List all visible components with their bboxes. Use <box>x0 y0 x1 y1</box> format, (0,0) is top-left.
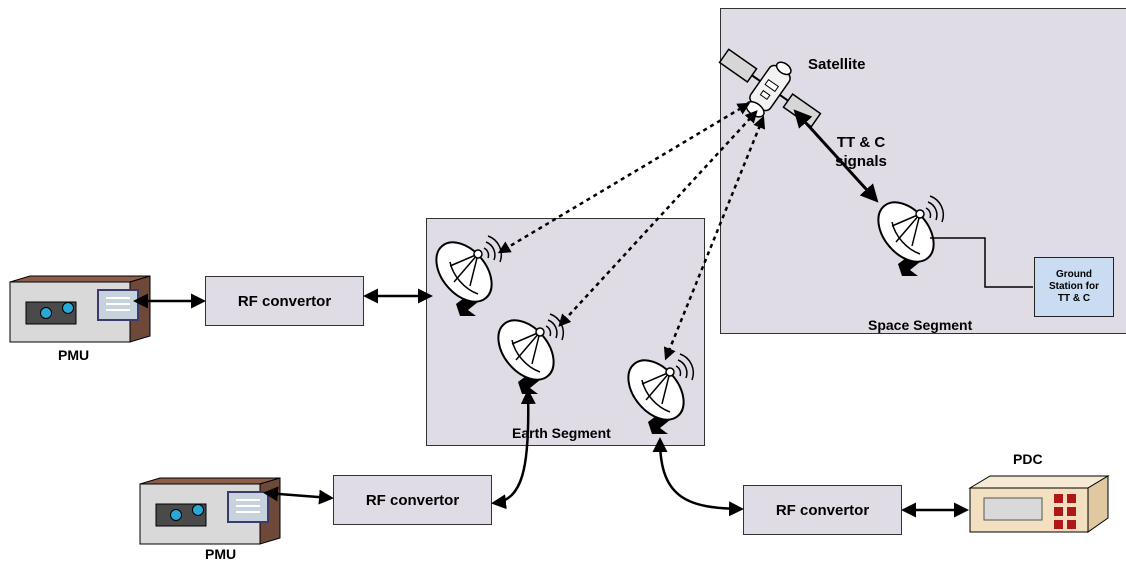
tt-c-signals-label: TT & C signals <box>826 133 896 171</box>
dish-to-rf-right-connector <box>652 437 744 517</box>
rf-convertor-left-label: RF convertor <box>237 292 332 310</box>
pdc-label: PDC <box>1013 451 1043 467</box>
dish-antenna-icon <box>616 348 696 435</box>
ground-station-line2: Station for <box>1049 281 1099 292</box>
space-segment-label: Space Segment <box>868 317 973 333</box>
pdc-device-icon <box>968 475 1110 533</box>
pmu-device-icon <box>139 477 281 545</box>
ground-station-line1: Ground <box>1055 269 1093 280</box>
tt-c-signals-line1: TT & C <box>836 134 886 151</box>
tt-c-signals-line2: signals <box>835 153 887 170</box>
satellite-link-dish-2 <box>558 110 758 327</box>
rf-convertor-bottom-label: RF convertor <box>365 491 460 509</box>
dish-antenna-icon <box>486 308 566 395</box>
satellite-label: Satellite <box>808 56 866 73</box>
ground-station-box: Ground Station for TT & C <box>1034 257 1114 317</box>
pmu-top-label: PMU <box>58 347 90 363</box>
pmu-device-icon <box>9 275 151 343</box>
satellite-link-dish-1 <box>497 102 751 254</box>
ground-dish-to-station-link <box>930 237 1033 288</box>
rf-convertor-right-label: RF convertor <box>775 501 870 519</box>
rf-bottom-to-dish-connector <box>491 389 536 510</box>
rf-convertor-bottom: RF convertor <box>333 475 492 525</box>
earth-segment-label: Earth Segment <box>512 425 611 441</box>
dish-antenna-icon <box>866 190 946 277</box>
pmu-bottom-to-rf-connector <box>263 486 334 505</box>
satellite-link-dish-3 <box>663 115 766 361</box>
dish-antenna-icon <box>424 230 504 317</box>
ground-station-line3: TT & C <box>1057 293 1091 304</box>
pmu-bottom-label: PMU <box>205 546 237 562</box>
satellite-to-ground-dish-tt-c <box>793 109 879 203</box>
